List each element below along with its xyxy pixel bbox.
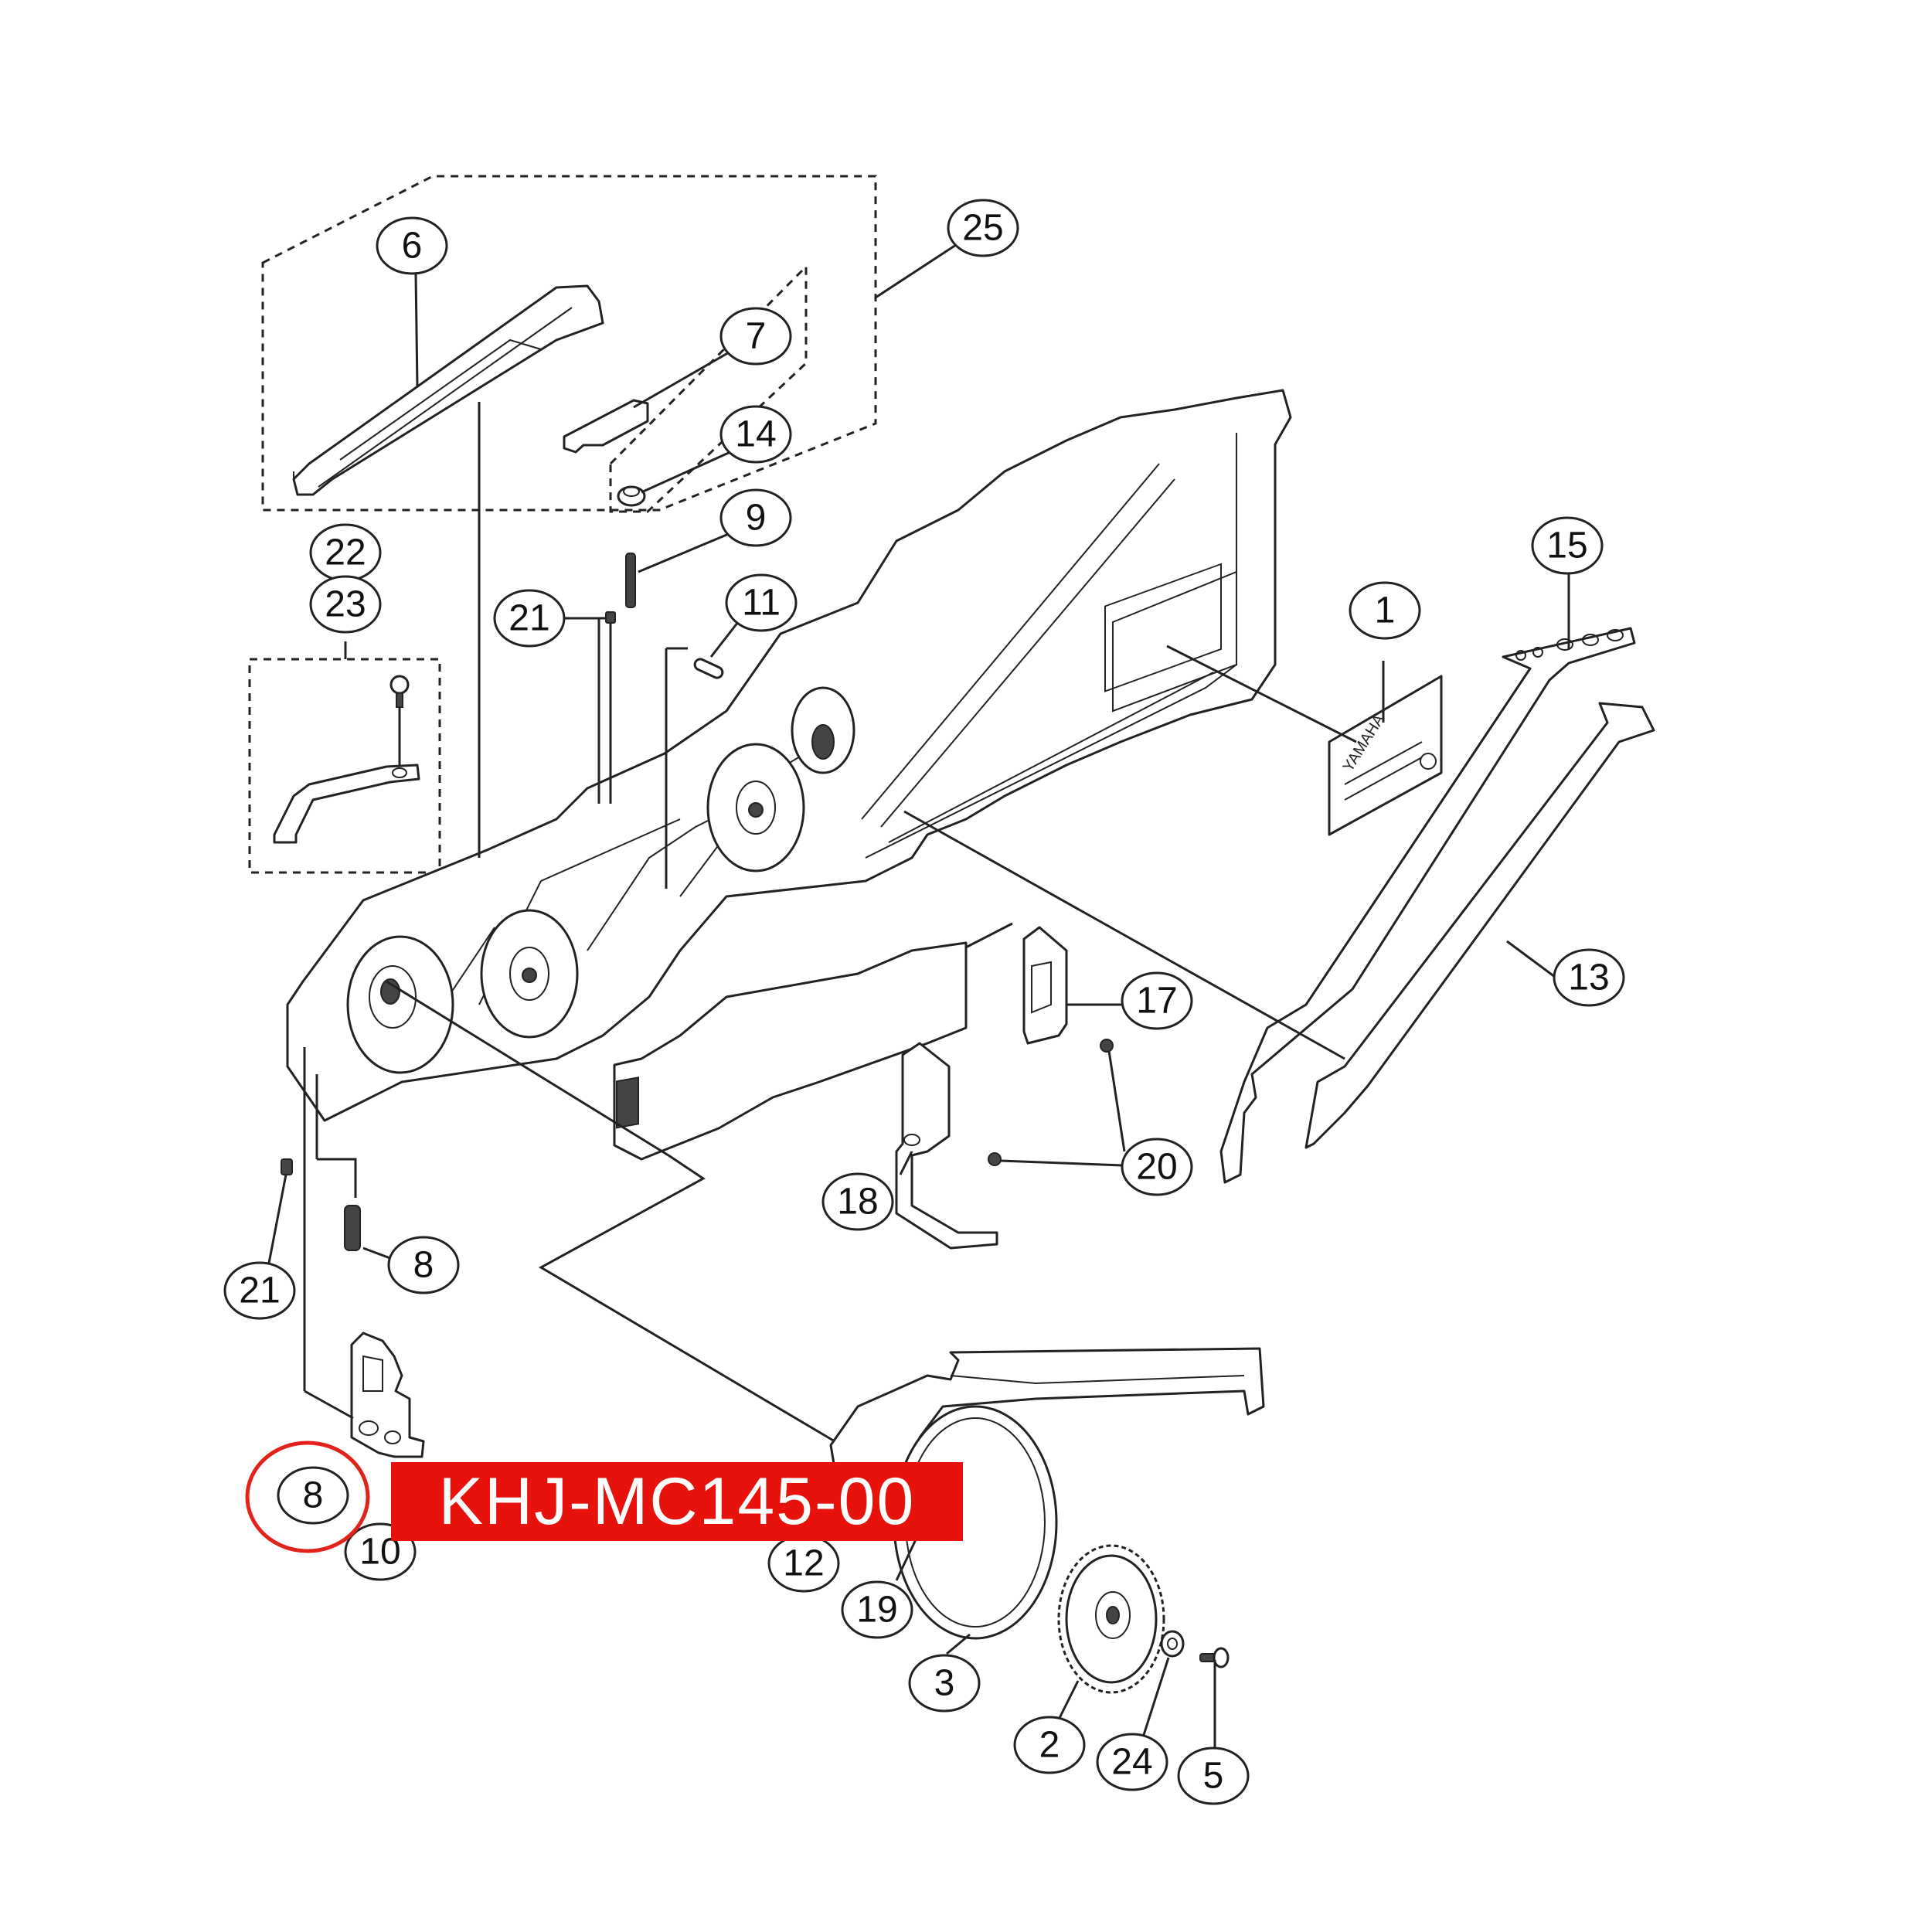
svg-text:18: 18 [837, 1182, 878, 1223]
callout-24: 24 [1096, 1733, 1168, 1791]
callout-7: 7 [719, 307, 792, 366]
part-9-spring [625, 553, 636, 608]
callout-14: 12 [767, 1534, 840, 1593]
callout-17: 17 [1121, 971, 1193, 1030]
callout-15: 15 [1531, 516, 1604, 575]
subassembly-7-12-dashed-box [609, 264, 808, 513]
svg-text:12: 12 [783, 1543, 824, 1584]
callout-18: 18 [821, 1172, 894, 1231]
svg-text:8: 8 [303, 1475, 324, 1516]
svg-text:17: 17 [1136, 981, 1177, 1022]
part-21-set-screw-lower [281, 1158, 293, 1175]
leader-lines [265, 242, 1570, 1758]
frame-gear [791, 686, 855, 774]
svg-text:21: 21 [239, 1270, 280, 1311]
callout-21-upper: 21 [493, 589, 566, 648]
svg-text:14: 14 [735, 414, 776, 455]
frame-wheel-right [706, 743, 805, 872]
svg-text:1: 1 [1375, 590, 1396, 631]
svg-text:13: 13 [1568, 957, 1609, 998]
part-21-set-screw-upper [597, 611, 616, 804]
callout-22: 22 [309, 523, 382, 582]
svg-text:19: 19 [856, 1590, 897, 1631]
svg-text:9: 9 [746, 498, 767, 539]
callout-8: 8 [277, 1466, 349, 1525]
part-15-rail-with-plate [1219, 627, 1636, 1184]
svg-text:15: 15 [1546, 526, 1587, 566]
callout-12: 14 [719, 405, 792, 464]
svg-text:5: 5 [1203, 1756, 1224, 1797]
part-8-lever [350, 1332, 425, 1458]
svg-text:6: 6 [402, 226, 423, 267]
callout-23: 23 [309, 575, 382, 634]
part-17-bracket [1022, 926, 1068, 1045]
frame-wheel-left [346, 935, 454, 1074]
svg-text:20: 20 [1136, 1147, 1177, 1188]
part-24-washer [1160, 1630, 1185, 1658]
svg-text:24: 24 [1111, 1742, 1152, 1783]
assembly-25-dashed-box [261, 175, 877, 512]
callout-10: 8 [387, 1236, 460, 1294]
side-cover-panel [613, 941, 968, 1161]
callout-2: 2 [1013, 1716, 1086, 1774]
part-12-collar [617, 485, 646, 507]
part-1-label-plate: YAMAHA [1328, 675, 1443, 836]
part-13-side-rail [1304, 702, 1655, 1149]
svg-text:25: 25 [962, 208, 1003, 249]
callout-8-highlight-ring [245, 1440, 370, 1553]
callout-9: 9 [719, 488, 792, 547]
svg-text:11: 11 [742, 583, 781, 624]
svg-text:8: 8 [413, 1245, 434, 1286]
part-10-spring [344, 1205, 361, 1251]
callout-5: 5 [1177, 1747, 1250, 1805]
callout-19: 20 [1121, 1138, 1193, 1196]
part-19-screws [988, 1039, 1126, 1167]
part-2-sprocket [1057, 1544, 1165, 1694]
part-18-sensor-bracket [895, 1042, 998, 1250]
callout-6: 6 [376, 216, 448, 275]
svg-text:21: 21 [509, 598, 549, 639]
callout-21-lower: 21 [223, 1261, 296, 1320]
svg-text:3: 3 [934, 1663, 955, 1704]
frame-wheel-middle [480, 909, 579, 1039]
svg-text:23: 23 [325, 584, 366, 625]
part-7-bracket [563, 399, 649, 454]
svg-text:2: 2 [1039, 1725, 1060, 1766]
callout-20: 19 [841, 1580, 913, 1639]
callout-3: 3 [908, 1654, 981, 1713]
callout-13: 13 [1553, 948, 1625, 1007]
part-5-screw [1199, 1647, 1230, 1668]
svg-text:7: 7 [746, 316, 767, 357]
part-6-guide-rail [292, 284, 604, 496]
callout-11-upper: 11 [725, 573, 798, 632]
callout-1: 1 [1349, 581, 1421, 640]
part-number-banner: KHJ-MC145-00 [391, 1462, 963, 1541]
part-22-23-plate-spring [273, 675, 420, 844]
assembly-22-23-dashed-box [248, 658, 441, 874]
svg-text:22: 22 [325, 532, 366, 573]
part-11-pin-upper [693, 658, 724, 679]
callout-25: 25 [947, 199, 1019, 257]
